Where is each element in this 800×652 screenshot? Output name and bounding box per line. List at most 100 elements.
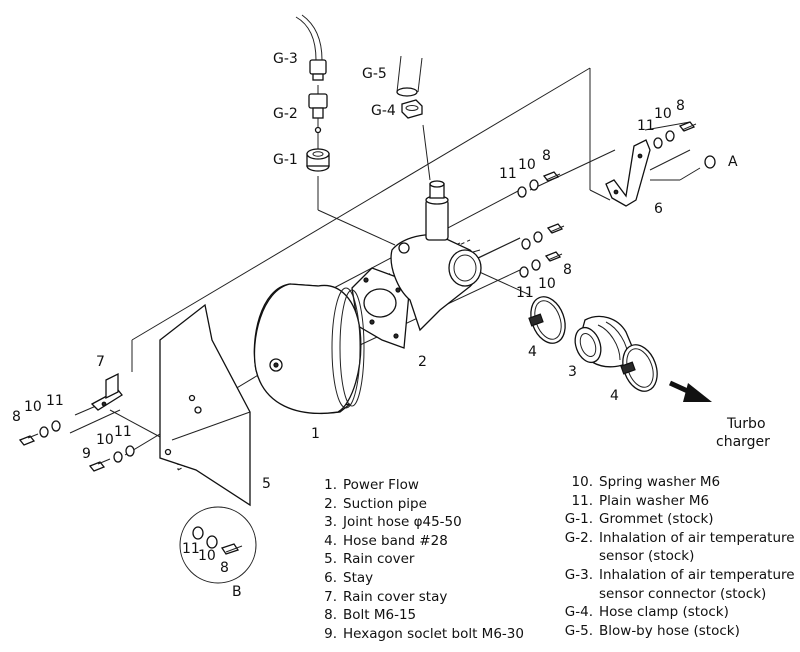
label-g1: G-1 (273, 152, 298, 168)
legend-number: G-2. (564, 529, 593, 546)
label-mid-11: 11 (499, 166, 517, 182)
legend-number: 4. (324, 532, 337, 549)
legend-text: Hexagon soclet bolt M6-30 (343, 625, 524, 642)
legend-row: G-4. Hose clamp (stock) (542, 603, 795, 622)
legend-row: 5.Rain cover (306, 550, 524, 569)
legend-text: Plain washer M6 (599, 492, 710, 509)
label-part-4b: 4 (610, 388, 619, 404)
label-top-8: 8 (676, 98, 685, 114)
detail-b-circle (179, 506, 257, 584)
legend-row: 1. Power Flow (306, 476, 524, 495)
legend-text: sensor connector (stock) (599, 585, 767, 602)
legend-text: Grommet (stock) (599, 511, 714, 528)
legend-text: Rain cover stay (343, 588, 448, 605)
label-right-10: 10 (538, 276, 556, 292)
legend-text: Joint hose φ45-50 (343, 514, 462, 531)
fasteners-hex-socket (88, 445, 135, 472)
legend-number (542, 585, 593, 604)
legend-number: 3. (324, 514, 337, 531)
legend-row: 4.Hose band #28 (306, 532, 524, 551)
legend-text: Inhalation of air temperature (599, 566, 795, 583)
legend-number: 7. (324, 588, 337, 605)
joint-hose (574, 315, 637, 368)
label-part-4a: 4 (528, 344, 537, 360)
legend-text: sensor (stock) (599, 548, 695, 565)
legend-text: Inhalation of air temperature (599, 529, 795, 546)
label-b-11: 11 (182, 541, 200, 557)
label-part-1: 1 (311, 426, 320, 442)
label-turbo-line1: Turbo (726, 416, 766, 432)
sensor-connector (309, 59, 327, 81)
legend-row: G-3. Inhalation of air temperature (542, 566, 795, 585)
legend-row: sensor (stock) (542, 547, 795, 566)
label-mid-10: 10 (518, 157, 536, 173)
label-bolt9-11: 11 (114, 424, 132, 440)
label-part-9: 9 (82, 446, 91, 462)
label-left-8: 8 (12, 409, 21, 425)
label-top-10: 10 (654, 106, 672, 122)
legend-number: G-3. (564, 566, 593, 583)
sensor-cable (295, 14, 323, 61)
power-flow-filter (253, 283, 365, 414)
label-mid-8: 8 (542, 148, 551, 164)
legend-text: Blow-by hose (stock) (599, 622, 740, 639)
fasteners-top-right (653, 121, 716, 169)
label-part-6: 6 (654, 201, 663, 217)
label-b-8: 8 (220, 560, 229, 576)
rain-cover-stay (90, 372, 123, 411)
legend-number: 8. (324, 607, 337, 624)
hose-band-lower (620, 344, 658, 392)
label-turbo-line2: charger (716, 434, 770, 450)
legend-row: 2.Suction pipe (306, 495, 524, 514)
legend-number: 1. (324, 477, 337, 493)
fasteners-mid (519, 223, 565, 278)
legend-number: 6. (324, 569, 337, 586)
legend-text: Stay (343, 569, 374, 586)
legend-number: 5. (324, 551, 337, 568)
legend-row: 10.Spring washer M6 (542, 473, 795, 492)
legend-number: G-5. (564, 622, 593, 639)
legend-text: Suction pipe (343, 495, 427, 512)
legend-row: 9. Hexagon soclet bolt M6-30 (306, 625, 524, 644)
label-g3: G-3 (273, 51, 298, 67)
legend-number: 11. (571, 492, 593, 509)
label-top-11: 11 (637, 118, 655, 134)
legend-row: sensor connector (stock) (542, 585, 795, 604)
rain-cover (159, 303, 251, 507)
label-right-11: 11 (516, 285, 534, 301)
legend-text: Bolt M6-15 (343, 607, 417, 624)
hose-clamp-stock (401, 99, 423, 119)
legend-text: Power Flow (343, 477, 419, 493)
label-left-10: 10 (24, 399, 42, 415)
legend-row: 3. Joint hose φ45-50 (306, 513, 524, 532)
label-right-8: 8 (563, 262, 572, 278)
air-temperature-sensor (308, 93, 328, 134)
fasteners-left (18, 420, 61, 446)
fasteners-mid-top (517, 171, 561, 198)
legend-text: Hose clamp (stock) (599, 604, 729, 621)
legend-row: G-2. Inhalation of air temperature (542, 529, 795, 548)
label-part-2: 2 (418, 354, 427, 370)
label-part-7: 7 (96, 354, 105, 370)
blow-by-hose (396, 55, 423, 97)
label-part-3: 3 (568, 364, 577, 380)
callout-labels: G-3 G-5 G-2 G-4 G-1 A 1 2 3 4 4 5 6 7 9 … (12, 51, 770, 600)
stay (605, 139, 651, 207)
legend-number: G-1. (564, 511, 593, 528)
label-g4: G-4 (371, 103, 396, 119)
suction-pipe (351, 180, 482, 349)
label-b-10: 10 (198, 548, 216, 564)
label-bolt9-10: 10 (96, 432, 114, 448)
turbo-arrow (668, 380, 712, 402)
legend-number: G-4. (564, 604, 593, 621)
legend-row: 11. Plain washer M6 (542, 492, 795, 511)
legend-row: 7. Rain cover stay (306, 588, 524, 607)
legend-row: G-5. Blow-by hose (stock) (542, 622, 795, 641)
label-g2: G-2 (273, 106, 298, 122)
legend-number: 9. (324, 625, 337, 642)
legend-row: 8. Bolt M6-15 (306, 606, 524, 625)
legend-number: 10. (571, 474, 593, 490)
